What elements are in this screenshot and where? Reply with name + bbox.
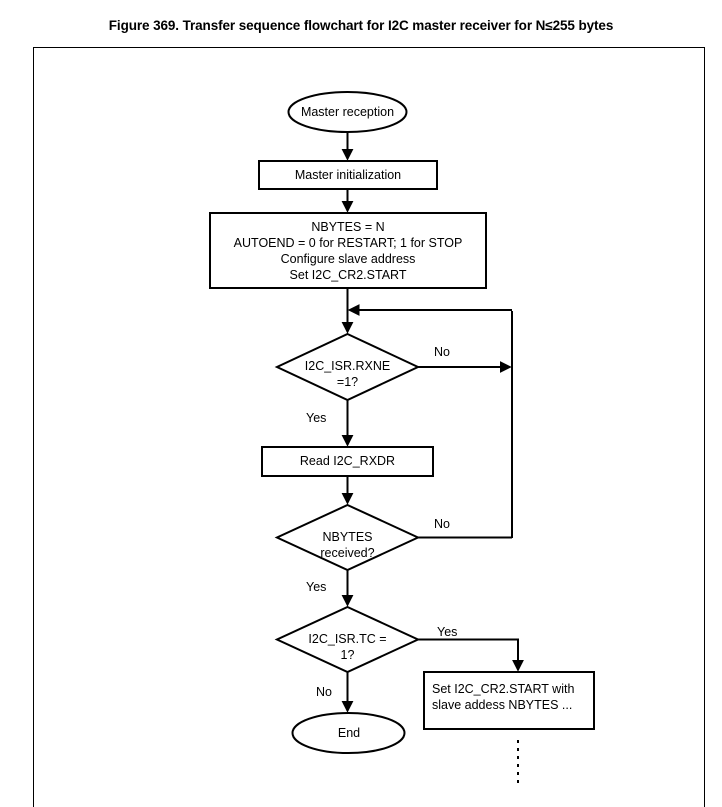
page-title: Figure 369. Transfer sequence flowchart …	[108, 18, 614, 33]
node-end	[291, 712, 406, 754]
edge-label-tc-yes: Yes	[437, 625, 458, 639]
edge-label-nbytes-yes: Yes	[306, 580, 327, 594]
node-decision-tc	[274, 605, 421, 674]
node-decision-nbytes	[274, 503, 421, 572]
node-decision-rxne	[274, 332, 421, 402]
node-restart	[423, 671, 595, 730]
edge-tc-yes	[418, 638, 524, 672]
node-master-initialization	[258, 160, 438, 190]
edge-label-rxne-no: No	[434, 345, 450, 359]
node-read-rxdr	[261, 446, 434, 477]
flowchart-canvas	[209, 91, 595, 788]
edge-label-nbytes-no: No	[434, 517, 450, 531]
node-config	[209, 212, 487, 289]
node-master-reception	[287, 91, 408, 133]
edge-label-tc-no: No	[316, 685, 332, 699]
edge-label-rxne-yes: Yes	[306, 411, 327, 425]
figure-frame	[33, 47, 705, 807]
